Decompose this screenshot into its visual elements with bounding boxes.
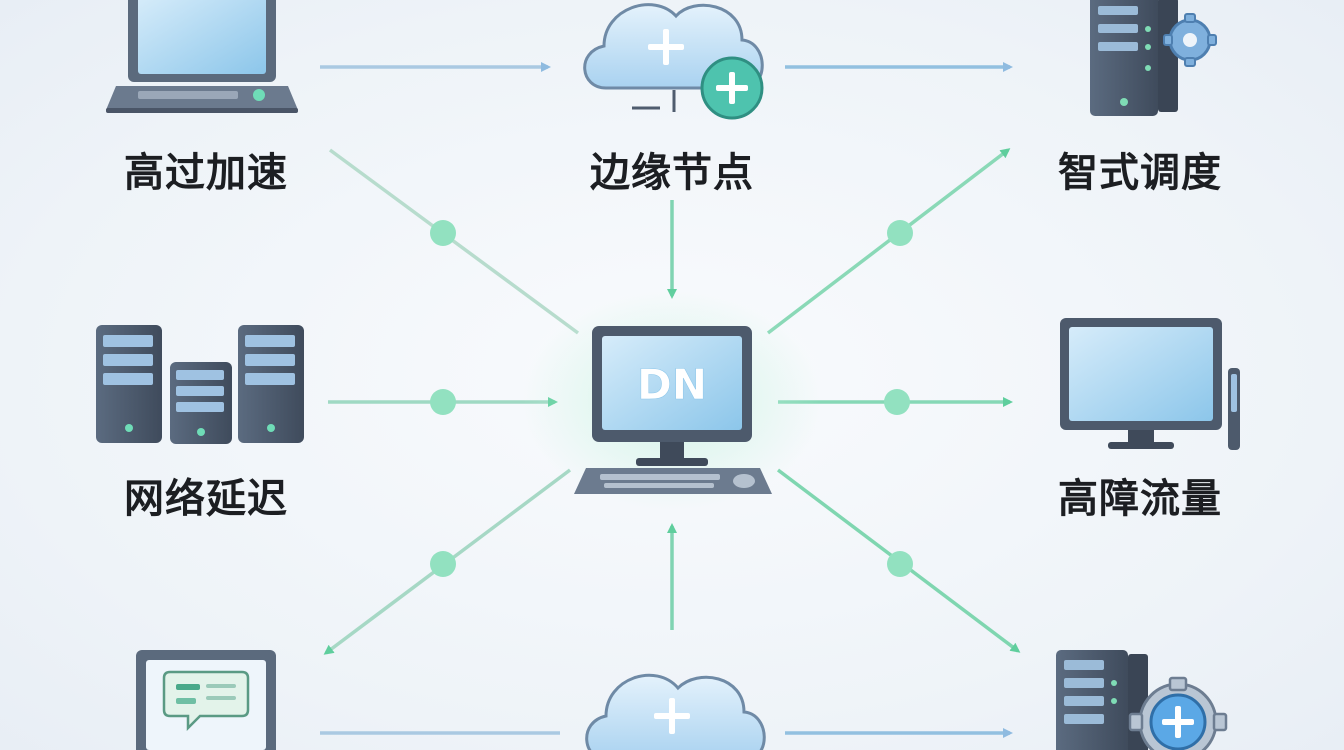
arrow-center-to-topright [766,148,1011,335]
label-top-left: 高过加速 [124,150,288,196]
server-cluster-icon [96,325,304,444]
server-gear-icon [1090,0,1217,116]
label-top-right: 智式调度 [1058,150,1222,196]
monitor-keyboard-icon: DN [522,290,822,510]
label-top-center: 边缘节点 [590,150,754,196]
label-mid-left: 网络延迟 [124,476,288,522]
line-topleft-to-center [328,148,580,335]
server-gear-plus-icon [1056,650,1228,750]
node-dot [887,551,913,577]
node-dot [887,220,913,246]
node-dot [884,389,910,415]
node-dot [430,389,456,415]
label-mid-right: 高障流量 [1058,476,1222,522]
node-dot [430,551,456,577]
screen-text: DN [637,360,707,409]
node-dot [430,220,456,246]
cloud-plus-icon [585,673,766,750]
laptop-icon [106,0,298,113]
cloud-plus-icon [583,3,764,120]
laptop-chat-icon [136,650,276,750]
desktop-monitor-icon [1060,318,1240,450]
